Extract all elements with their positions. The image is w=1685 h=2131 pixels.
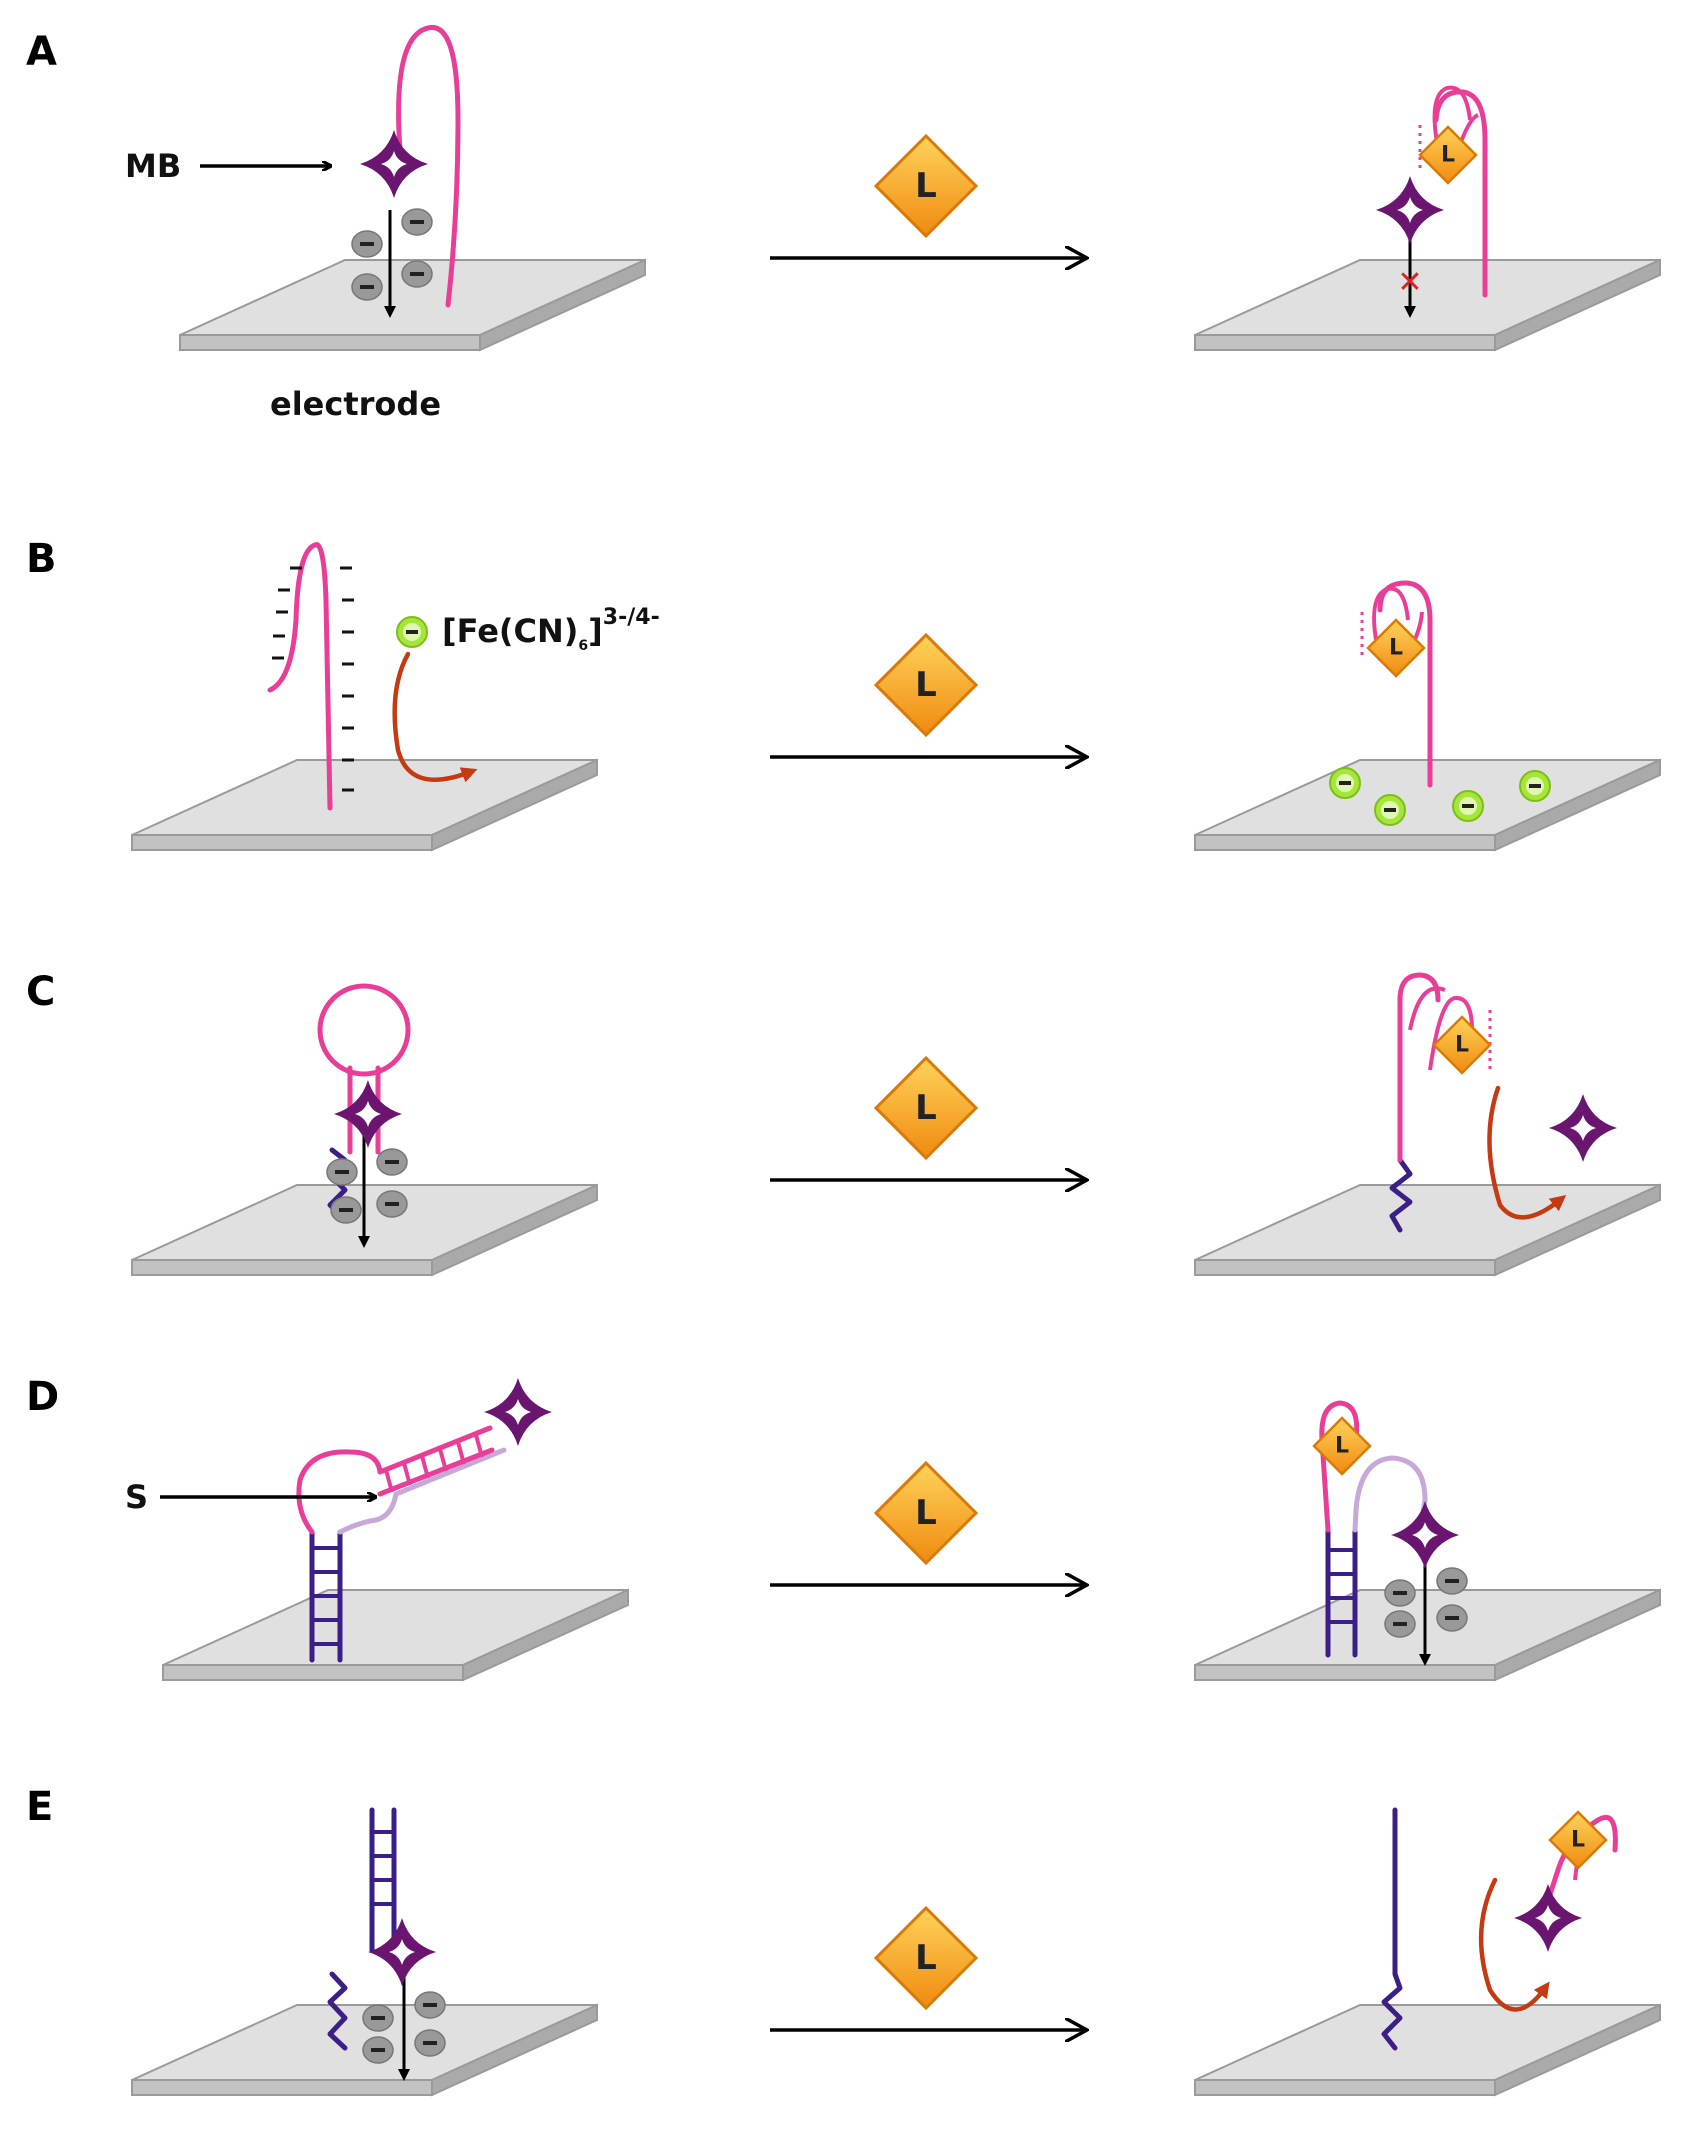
panel-label-c: C: [26, 969, 55, 1015]
svg-text:L: L: [915, 665, 937, 705]
four-point-star-icon: [368, 1918, 436, 1986]
diamond-icon: L: [1432, 1015, 1492, 1075]
diamond-icon: L: [1366, 618, 1426, 678]
aptamer-strand: [296, 1425, 493, 1535]
four-point-star-icon: [1376, 176, 1444, 244]
electrode-slab: [131, 759, 598, 851]
aptamer-loop: [317, 983, 411, 1077]
diamond-icon: L: [874, 134, 978, 238]
electron-transfer: [351, 208, 433, 318]
anchor-linker: [1381, 1807, 1403, 2051]
electrode-slab: [1194, 1184, 1661, 1276]
diamond-icon: L: [1312, 1416, 1372, 1476]
svg-text:L: L: [915, 1088, 937, 1128]
svg-text:L: L: [1571, 1828, 1585, 1853]
svg-text:L: L: [915, 1493, 937, 1533]
electron-minus-icon: [362, 2036, 394, 2064]
electron-minus-icon: [1436, 1567, 1468, 1595]
diffusion-arrow: [1487, 1085, 1567, 1220]
four-point-star-icon: [484, 1378, 552, 1446]
four-point-star-icon: [360, 130, 428, 198]
ferricyanide-label: [Fe(CN)6]3-/4-: [442, 605, 660, 654]
electron-minus-icon: [401, 208, 433, 236]
svg-text:L: L: [915, 1938, 937, 1978]
ligand-diamonds: L L L L L: [874, 134, 978, 2010]
diamond-icon: L: [1418, 125, 1478, 185]
electron-minus-icon: [1374, 794, 1406, 826]
electron-minus-icon: [376, 1148, 408, 1176]
panel-label-b: B: [26, 536, 57, 582]
electron-minus-icon: [396, 616, 428, 648]
panel-e: L: [131, 1807, 1661, 2096]
electrode-slab: [1194, 1589, 1661, 1681]
electrode-slab: [1194, 259, 1661, 351]
displaced-strand: [337, 1447, 507, 1535]
electrode-label: electrode: [270, 385, 441, 423]
four-point-star-icon: [1514, 1884, 1582, 1952]
strand-label: S: [125, 1478, 148, 1516]
electron-minus-icon: [414, 1991, 446, 2019]
svg-text:L: L: [1441, 143, 1455, 168]
panel-a: MB electrode L ✕: [125, 24, 1661, 423]
duplex-ladder: [369, 1807, 397, 1953]
electron-minus-icon: [330, 1196, 362, 1224]
electron-minus-icon: [1384, 1579, 1416, 1607]
diffusion-arrow: [392, 651, 478, 783]
electron-minus-icon: [1329, 767, 1361, 799]
electron-minus-icon: [376, 1190, 408, 1218]
electron-minus-icon: [351, 230, 383, 258]
electron-minus-icon: [1452, 790, 1484, 822]
electron-minus-icon: [351, 273, 383, 301]
four-point-star-icon: [1391, 1501, 1459, 1569]
panel-d: S L: [125, 1378, 1661, 1681]
electron-minus-icon: [414, 2029, 446, 2057]
displaced-strand: [1352, 1455, 1428, 1533]
backbone-charges: [272, 566, 354, 792]
aptamer-strand: [1319, 1400, 1360, 1533]
aptamer-strand: [1377, 580, 1433, 788]
anchor-linker: [1389, 1157, 1413, 1233]
diamond-icon: L: [874, 1056, 978, 1160]
electron-transfer: [1384, 1565, 1468, 1666]
reaction-arrows: [770, 258, 1085, 2030]
duplex-ladder: [1325, 1527, 1358, 1658]
electrode-slab: [162, 1589, 629, 1681]
diamond-icon: L: [874, 1906, 978, 2010]
diamond-icon: L: [874, 633, 978, 737]
electron-minus-icon: [1519, 770, 1551, 802]
duplex-ladder: [309, 1529, 343, 1663]
aptamer-strand: [396, 24, 461, 308]
svg-text:L: L: [915, 166, 937, 206]
panel-label-d: D: [26, 1374, 59, 1420]
panel-c: L: [131, 972, 1661, 1276]
svg-text:L: L: [1455, 1033, 1469, 1058]
panel-label-a: A: [26, 29, 57, 75]
electrode-slab: [1194, 2004, 1661, 2096]
diamond-icon: L: [1548, 1810, 1608, 1870]
electron-minus-icon: [326, 1158, 358, 1186]
diffusion-arrow: [1478, 1877, 1550, 2012]
panel-label-e: E: [26, 1784, 53, 1830]
diamond-icon: L: [874, 1461, 978, 1565]
aptamer-strand: [267, 542, 333, 811]
mb-label: MB: [125, 147, 181, 185]
blocked-mark: ✕: [1397, 265, 1422, 300]
svg-text:L: L: [1389, 636, 1403, 661]
svg-text:L: L: [1335, 1434, 1349, 1459]
aptamer-duplex-edge: [377, 1447, 495, 1497]
electron-minus-icon: [401, 260, 433, 288]
panel-b: [Fe(CN)6]3-/4- L: [131, 542, 1661, 851]
electron-minus-icon: [1384, 1610, 1416, 1638]
electron-minus-icon: [1436, 1604, 1468, 1632]
four-point-star-icon: [334, 1080, 402, 1148]
four-point-star-icon: [1549, 1094, 1617, 1162]
electron-minus-icon: [362, 2004, 394, 2032]
anchor-linker: [327, 1971, 348, 2051]
